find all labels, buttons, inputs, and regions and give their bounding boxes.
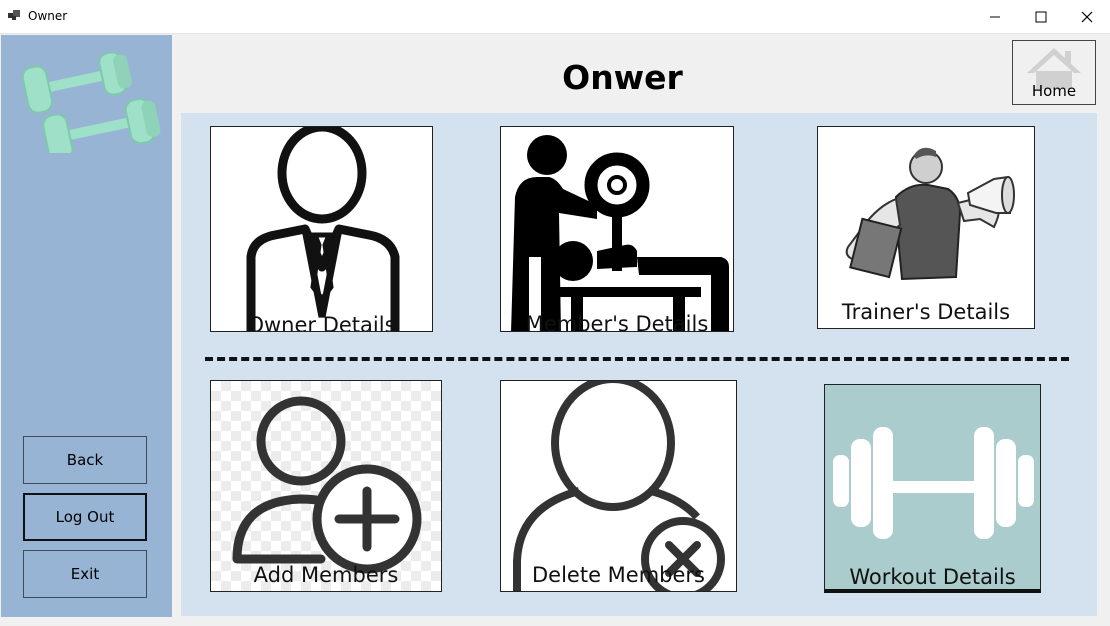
delete-user-icon bbox=[513, 381, 725, 591]
house-icon bbox=[1027, 48, 1081, 89]
businessman-icon bbox=[246, 127, 400, 331]
minimize-icon bbox=[990, 16, 1000, 17]
minimize-button[interactable] bbox=[972, 0, 1018, 33]
maximize-icon bbox=[1035, 11, 1047, 22]
close-icon bbox=[1081, 11, 1093, 22]
close-button[interactable] bbox=[1064, 0, 1110, 33]
members-details-card[interactable]: Member's Details bbox=[500, 126, 734, 332]
section-divider bbox=[205, 357, 1069, 361]
trainer-megaphone-icon bbox=[845, 147, 1015, 281]
page-title: Onwer bbox=[562, 58, 683, 97]
add-user-icon bbox=[232, 396, 422, 574]
exit-button[interactable]: Exit bbox=[23, 550, 147, 598]
sidebar: Back Log Out Exit bbox=[1, 35, 172, 617]
delete-members-card[interactable]: Delete Members bbox=[500, 380, 737, 592]
dumbbell-logo-icon bbox=[21, 51, 161, 153]
members-details-label: Member's Details bbox=[525, 312, 709, 332]
dumbbell-icon bbox=[833, 427, 1034, 539]
add-members-card[interactable]: Add Members bbox=[210, 380, 442, 592]
back-button[interactable]: Back bbox=[23, 436, 147, 484]
owner-details-label: Owner Details bbox=[247, 313, 396, 332]
workout-details-label: Workout Details bbox=[849, 565, 1016, 589]
owner-details-card[interactable]: Owner Details bbox=[210, 126, 433, 332]
maximize-button[interactable] bbox=[1018, 0, 1064, 33]
main-panel: Owner Details Member's Details bbox=[181, 113, 1097, 616]
home-button[interactable]: Home bbox=[1012, 40, 1096, 105]
window-title: Owner bbox=[28, 9, 68, 23]
trainers-details-label: Trainer's Details bbox=[841, 300, 1011, 324]
title-bar: Owner bbox=[0, 0, 1110, 34]
bench-press-trainer-icon bbox=[511, 135, 729, 331]
workout-details-card[interactable]: Workout Details bbox=[824, 384, 1041, 593]
trainers-details-card[interactable]: Trainer's Details bbox=[817, 126, 1035, 329]
log-out-button[interactable]: Log Out bbox=[23, 493, 147, 541]
home-label: Home bbox=[1031, 82, 1077, 100]
app-icon bbox=[8, 10, 20, 20]
delete-members-label: Delete Members bbox=[532, 563, 705, 587]
add-members-label: Add Members bbox=[253, 563, 399, 587]
